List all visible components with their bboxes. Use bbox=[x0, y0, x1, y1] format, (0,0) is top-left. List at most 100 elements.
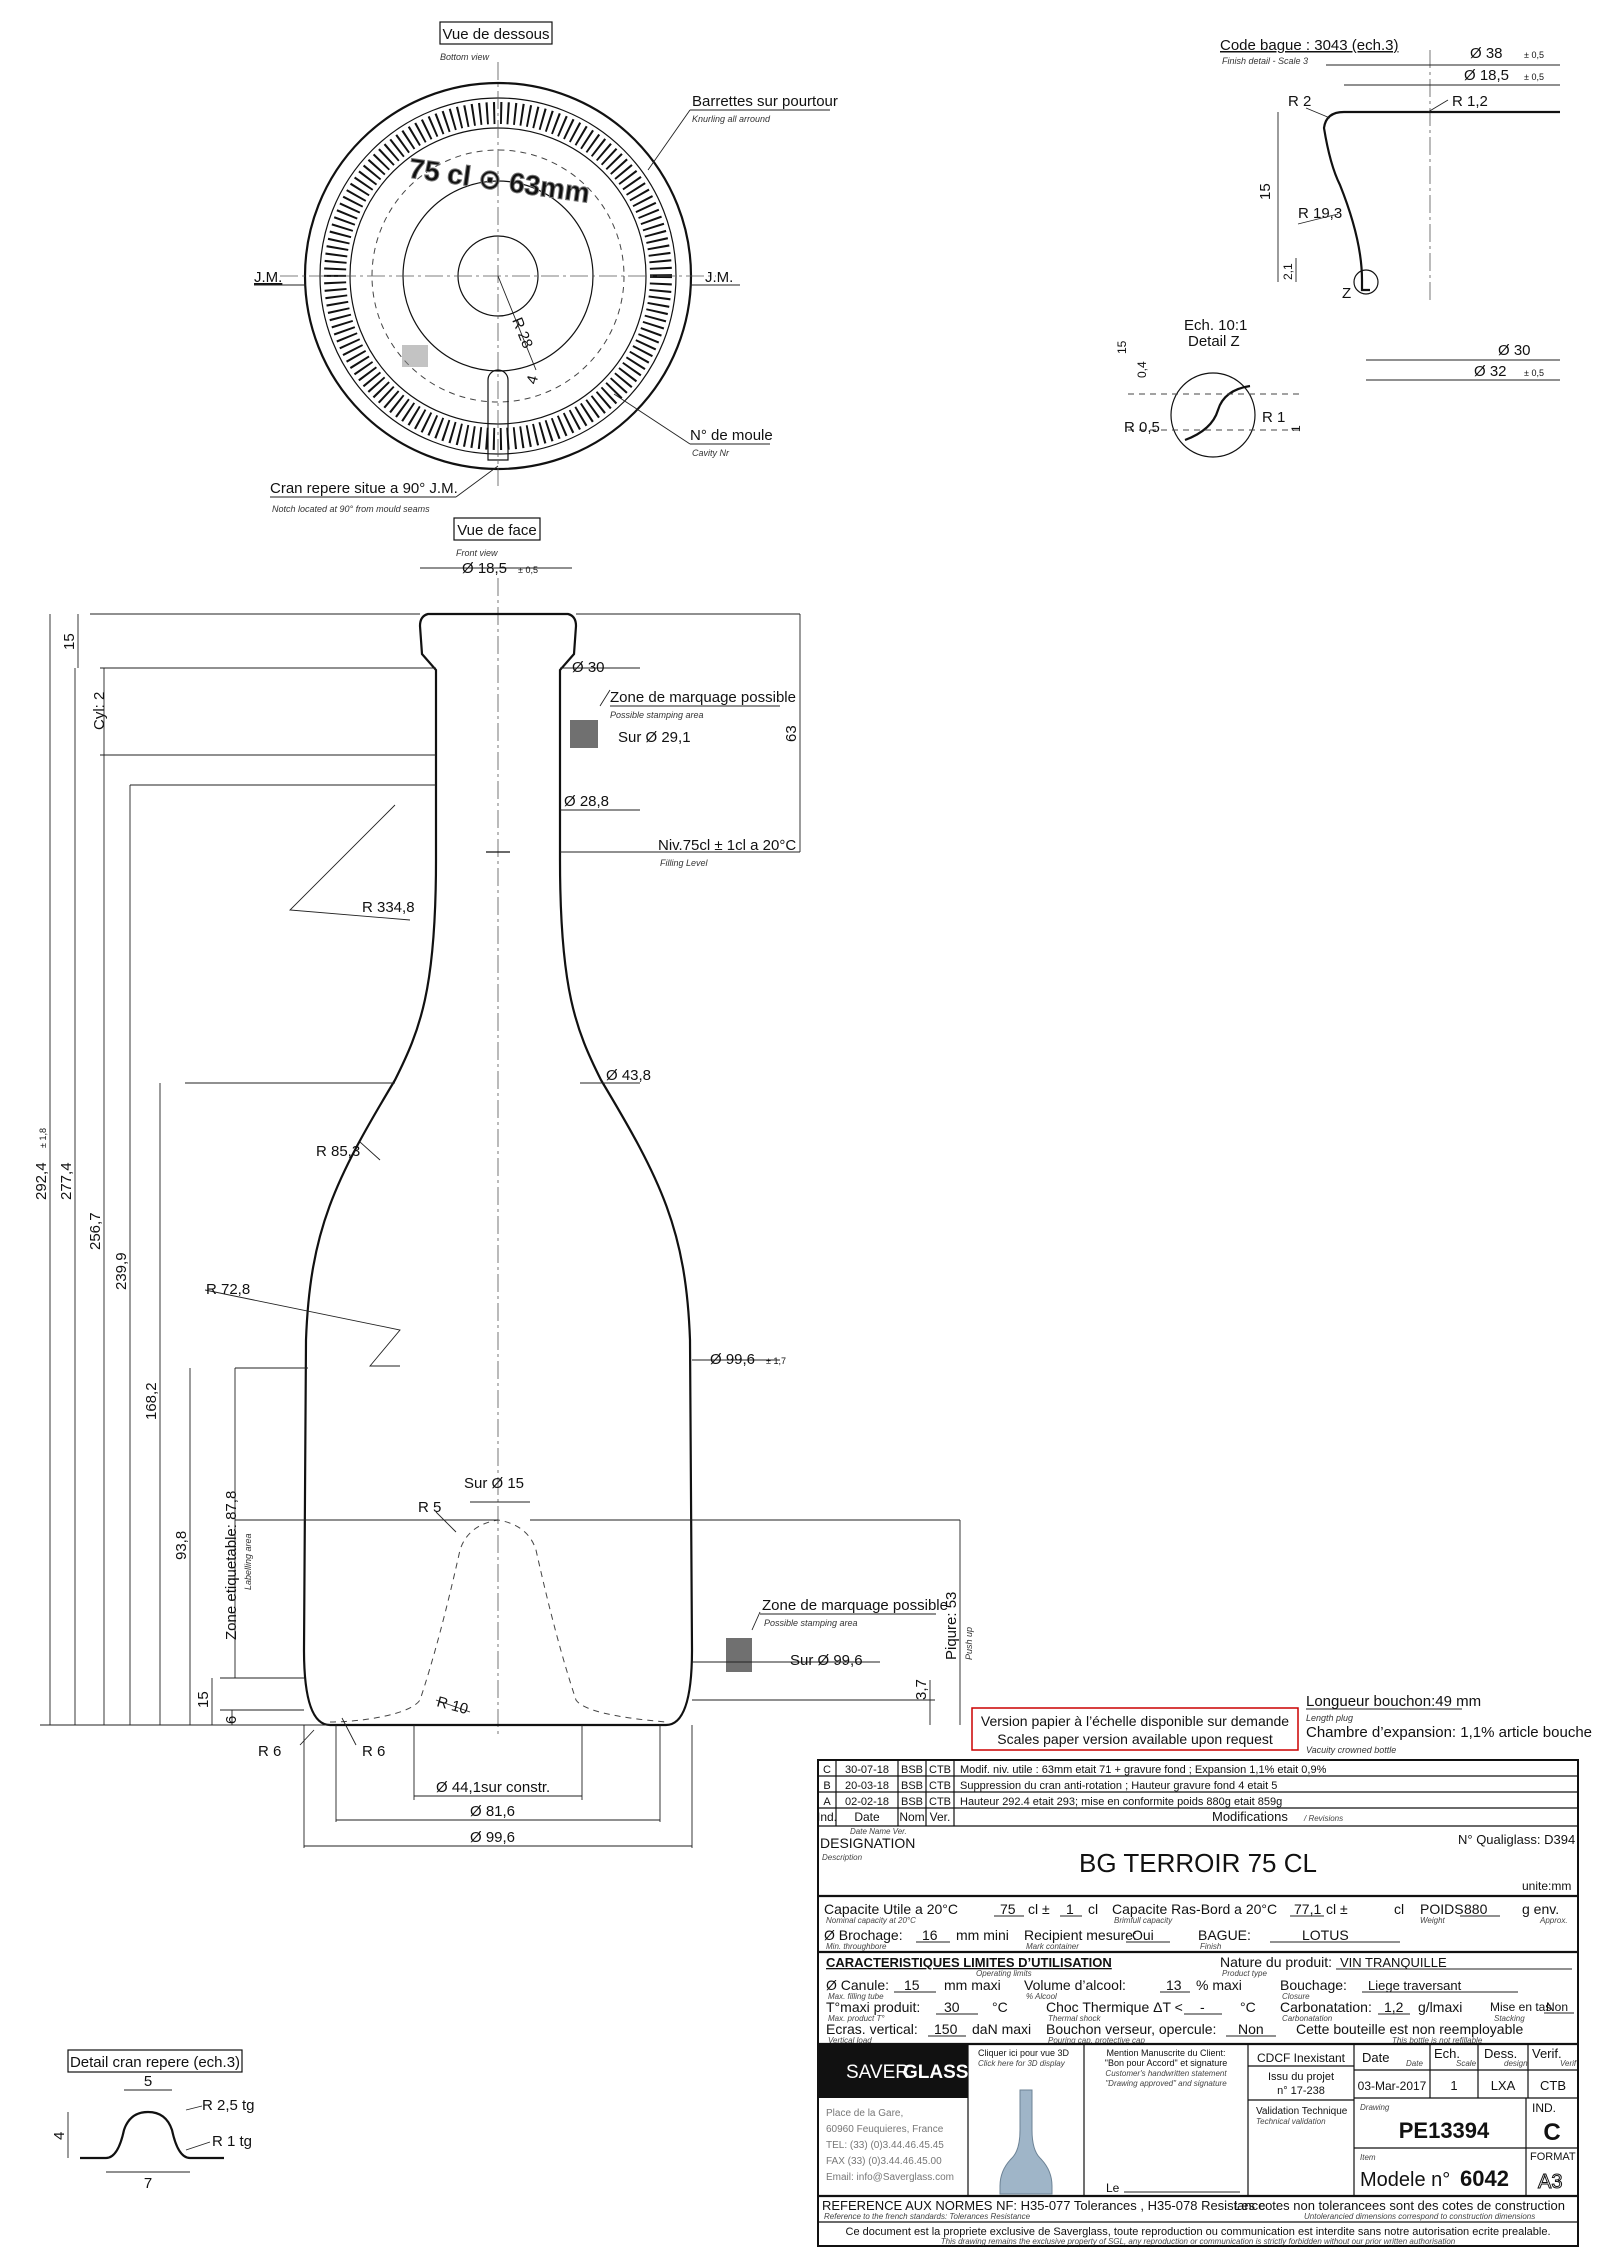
bouchv-sub: Pouring cap, protective cap bbox=[1048, 2036, 1145, 2045]
r5-label: R 5 bbox=[418, 1499, 441, 1516]
r6a-label: R 6 bbox=[258, 1743, 281, 1760]
r25-leader bbox=[185, 2105, 203, 2111]
base-engraving: 75 cl ⊙ 63mm bbox=[407, 153, 592, 209]
bottle-outline bbox=[302, 612, 694, 1727]
qualiglass: N° Qualiglass: D394 bbox=[1458, 1832, 1575, 1847]
front-view-title-box bbox=[453, 517, 541, 541]
logo-text-b: GLASS bbox=[903, 2062, 968, 2083]
canule-unit: mm maxi bbox=[944, 1977, 1001, 1993]
cap-value: 75 bbox=[1000, 1901, 1016, 1917]
r6a-leader bbox=[299, 1729, 315, 1746]
rev-a-ind: A bbox=[823, 1796, 831, 1808]
notch-detail: Detail cran repere (ech.3) 5 7 4 R 2,5 t… bbox=[51, 2049, 255, 2192]
detail-z-r05: R 0,5 bbox=[1124, 419, 1160, 436]
verif-value: CTB bbox=[1540, 2078, 1566, 2093]
cap-tol: 1 bbox=[1066, 1901, 1074, 1917]
dim-938: 93,8 bbox=[173, 1531, 190, 1560]
d996b-label: Ø 99,6 bbox=[470, 1829, 515, 1846]
cap-ras-label: Capacite Ras-Bord a 20°C bbox=[1112, 1901, 1277, 1917]
designation-label: DESIGNATION bbox=[820, 1835, 915, 1851]
r1-leader bbox=[185, 2141, 211, 2151]
front-d185-tol: ± 0,5 bbox=[518, 565, 538, 575]
broch-unit: mm mini bbox=[956, 1927, 1009, 1943]
3d-view-button[interactable]: Cliquer ici pour vue 3D Click here for 3… bbox=[978, 2048, 1070, 2195]
cap-ras-sub: Brimfull capacity bbox=[1114, 1916, 1173, 1925]
rev-a-mod: Hauteur 292.4 etait 293; mise en conform… bbox=[960, 1796, 1282, 1808]
d996-tol: ± 1,7 bbox=[766, 1356, 786, 1366]
bottle-3d-thumbnail[interactable] bbox=[999, 2089, 1053, 2195]
alcool-label: Volume d’alcool: bbox=[1024, 1977, 1126, 1993]
finish-d185-tol: ± 0,5 bbox=[1524, 72, 1544, 82]
notch-r1: R 1 tg bbox=[212, 2133, 252, 2150]
capacity-row: Capacite Utile a 20°C Nominal capacity a… bbox=[824, 1901, 1568, 1925]
dim-15-top: 15 bbox=[61, 633, 78, 650]
client-mention: Mention Manuscrite du Client: bbox=[1106, 2048, 1225, 2058]
canule-value: 15 bbox=[904, 1977, 920, 1993]
bague-label: BAGUE: bbox=[1198, 1927, 1251, 1943]
zone-bot-label: Zone de marquage possible bbox=[762, 1597, 948, 1614]
finish-h15-label: 15 bbox=[1257, 183, 1274, 200]
verif-header-sub: Verif bbox=[1560, 2059, 1577, 2068]
stack-value: Non bbox=[1546, 2000, 1568, 2014]
finish-title: Code bague : 3043 (ech.3) bbox=[1220, 37, 1398, 54]
paper-note-box bbox=[971, 1707, 1299, 1751]
dim-37: 3,7 bbox=[913, 1679, 930, 1700]
stamp-area-top bbox=[570, 720, 598, 748]
r10-label: R 10 bbox=[435, 1693, 470, 1718]
rev-a-nom: BSB bbox=[901, 1796, 923, 1808]
finish-d30-label: Ø 30 bbox=[1498, 342, 1531, 359]
3d-view-label[interactable]: Cliquer ici pour vue 3D bbox=[978, 2048, 1070, 2058]
broch-sub: Min. throughbore bbox=[826, 1942, 887, 1951]
paper-note-en: Scales paper version available upon requ… bbox=[997, 1731, 1273, 1747]
rev-b-nom: BSB bbox=[901, 1780, 923, 1792]
r3348-leader bbox=[288, 804, 411, 921]
recip-value: Oui bbox=[1132, 1927, 1154, 1943]
rev-c-nom: BSB bbox=[901, 1764, 923, 1776]
designation-sub: Description bbox=[822, 1853, 863, 1862]
tmax-label: T°maxi produit: bbox=[826, 1999, 920, 2015]
notch-w5: 5 bbox=[144, 2073, 152, 2090]
dim-2567: 256,7 bbox=[87, 1212, 104, 1250]
rev-head-ind: Ind. bbox=[817, 1810, 837, 1824]
r6b-leader bbox=[341, 1717, 357, 1746]
zone-bot-sub: Possible stamping area bbox=[764, 1618, 858, 1628]
d288-label: Ø 28,8 bbox=[564, 793, 609, 810]
front-view: Vue de face Front view Ø 18,5 ± 0,5 292,… bbox=[33, 517, 974, 1848]
dim-2924-tol: ± 1,8 bbox=[38, 1128, 48, 1148]
tmax-sub: Max. product T° bbox=[828, 2014, 885, 2023]
ech-header-sub: Scale bbox=[1456, 2059, 1477, 2068]
dim-63: 63 bbox=[783, 725, 800, 742]
finish-h21-label: 2,1 bbox=[1281, 263, 1295, 280]
piqure-label: Piqure: 53 bbox=[943, 1592, 960, 1660]
title-block: C 30-07-18 BSB CTB Modif. niv. utile : 6… bbox=[817, 1759, 1579, 2247]
dim-2399: 239,9 bbox=[113, 1252, 130, 1290]
bouchv-value: Non bbox=[1238, 2021, 1264, 2037]
finish-d32-tol: ± 0,5 bbox=[1524, 368, 1544, 378]
property-notice-sub: This drawing remains the exclusive prope… bbox=[941, 2237, 1456, 2246]
alcool-sub: % Alcool bbox=[1026, 1992, 1057, 2001]
drawing-label: Drawing bbox=[1360, 2103, 1390, 2112]
knurl-sub: Knurling all arround bbox=[692, 114, 771, 124]
finish-r12-label: R 1,2 bbox=[1452, 93, 1488, 110]
client-mention-sub: Customer's handwritten statement bbox=[1105, 2069, 1227, 2078]
rev-a-ver: CTB bbox=[929, 1796, 951, 1808]
zone-etiquetable-sub: Labelling area bbox=[243, 1533, 253, 1590]
untoleranced-note-sub: Untolerancied dimensions correspond to c… bbox=[1304, 2212, 1535, 2221]
poids-value: 880 bbox=[1464, 1901, 1488, 1917]
ecras-unit: daN maxi bbox=[972, 2021, 1031, 2037]
r10-leader bbox=[435, 1699, 471, 1713]
rev-b-date: 20-03-18 bbox=[845, 1780, 889, 1792]
3d-view-sub[interactable]: Click here for 3D display bbox=[978, 2059, 1066, 2068]
filling-level-label: Niv.75cl ± 1cl a 20°C bbox=[658, 837, 796, 854]
detail-z-04: 0,4 bbox=[1135, 361, 1149, 378]
rev-head-sub: Date Name Ver. bbox=[850, 1827, 907, 1836]
logo-text-a: SAVER bbox=[846, 2062, 909, 2083]
dess-value: LXA bbox=[1491, 2078, 1516, 2093]
detail-z-r1: R 1 bbox=[1262, 409, 1285, 426]
choc-sub: Thermal shock bbox=[1048, 2014, 1101, 2023]
address-tel: TEL: (33) (0)3.44.46.45.45 bbox=[826, 2140, 944, 2151]
rev-b-ver: CTB bbox=[929, 1780, 951, 1792]
bottom-view: Vue de dessous Bottom view 75 cl ⊙ 63mm … bbox=[254, 21, 838, 514]
broch-label: Ø Brochage: bbox=[824, 1927, 903, 1943]
bottom-view-title-box bbox=[439, 21, 553, 45]
